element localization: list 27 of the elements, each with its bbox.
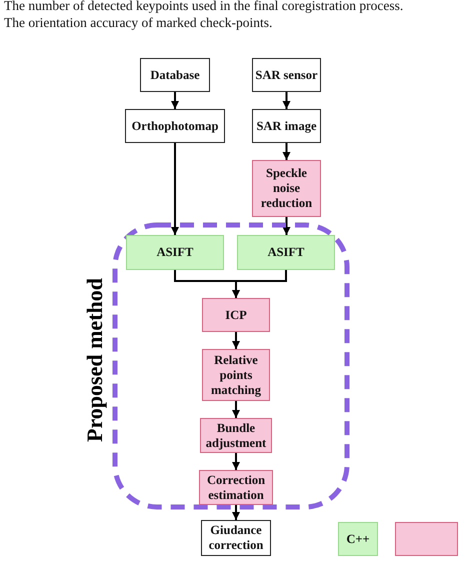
process-box: SAR sensor — [252, 58, 321, 92]
process-box: Speckle noise reduction — [252, 160, 321, 217]
process-box: ICP — [202, 298, 270, 332]
process-box: Bundle adjustment — [200, 418, 272, 453]
process-box: ASIFT — [237, 235, 335, 270]
arrow — [232, 453, 240, 470]
process-box: SAR image — [252, 109, 321, 143]
arrow — [232, 332, 240, 349]
process-box: Giudance correction — [201, 520, 271, 556]
arrow — [282, 143, 290, 160]
arrow — [171, 92, 179, 109]
caption-text: The number of detected keypoints used in the final coregistration process. — [4, 0, 404, 14]
process-box: Database — [140, 58, 210, 92]
arrow — [282, 217, 290, 235]
arrow — [171, 143, 179, 235]
process-box: ASIFT — [126, 235, 224, 270]
process-box: Relative points matching — [202, 349, 270, 401]
arrow — [232, 505, 240, 520]
arrow — [282, 92, 290, 109]
process-box: Correction estimation — [199, 470, 273, 505]
legend-swatch: C++ — [338, 522, 378, 556]
process-box: Orthophotomap — [125, 109, 225, 143]
empty-box — [395, 522, 458, 556]
arrow — [232, 401, 240, 418]
arrow — [232, 270, 287, 298]
caption-text: The orientation accuracy of marked check-points. — [4, 15, 272, 31]
region-label: Proposed method — [82, 278, 108, 442]
